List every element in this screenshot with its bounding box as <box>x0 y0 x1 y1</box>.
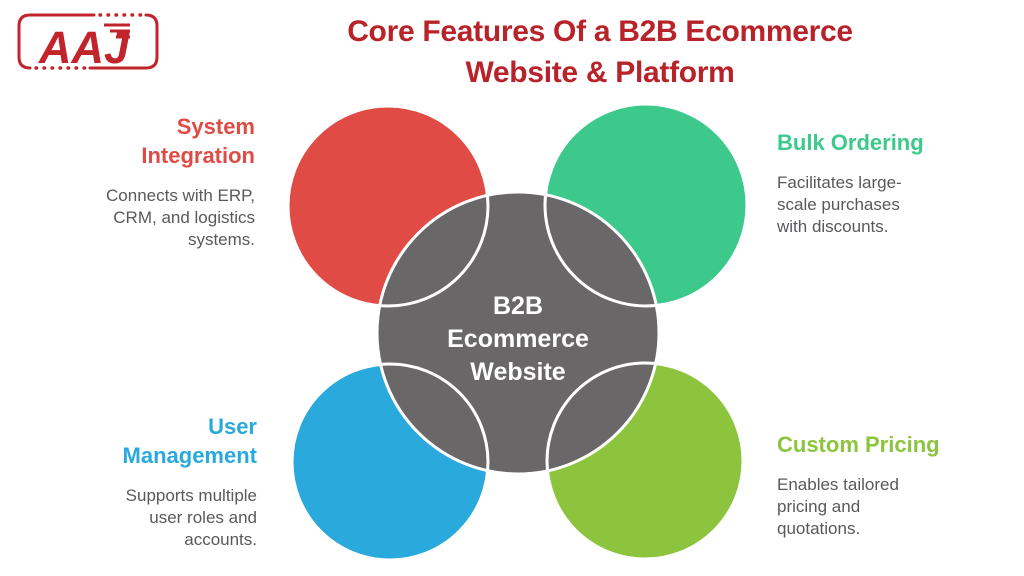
logo-border-solid-right <box>88 13 159 70</box>
logo-text: AAJ <box>38 22 130 73</box>
feature-description-line: CRM, and logistics <box>113 208 255 227</box>
feature-system-integration: System Integration Connects with ERP, CR… <box>55 112 255 251</box>
page-title: Core Features Of a B2B Ecommerce Website… <box>250 11 950 93</box>
feature-bulk-ordering: Bulk Ordering Facilitates large- scale p… <box>777 128 967 238</box>
circle-outlines <box>286 102 749 562</box>
feature-system-integration-description: Connects with ERP, CRM, and logistics sy… <box>55 185 255 251</box>
feature-system-integration-title: System Integration <box>55 112 255 170</box>
feature-description-line: systems. <box>187 230 255 249</box>
feature-title-line: Integration <box>141 143 255 168</box>
center-circle <box>375 190 661 476</box>
page-title-line-1: Core Features Of a B2B Ecommerce <box>347 15 853 48</box>
feature-description-line: Facilitates large- <box>777 173 902 192</box>
feature-user-management-description: Supports multiple user roles and account… <box>57 485 257 551</box>
logo-border <box>17 13 159 70</box>
feature-user-management-title: User Management <box>57 412 257 470</box>
system-integration-circle-outline <box>286 104 490 308</box>
feature-title-line: Custom Pricing <box>777 432 940 457</box>
user-management-circle-outline <box>290 362 490 562</box>
center-label-line-2: Ecommerce <box>447 325 589 353</box>
feature-title-line: System <box>176 114 255 139</box>
feature-description-line: quotations. <box>777 519 861 538</box>
feature-user-management: User Management Supports multiple user r… <box>57 412 257 551</box>
feature-title-line: Management <box>122 443 257 468</box>
custom-pricing-circle-outline <box>545 361 745 561</box>
aaj-logo: AAJ <box>8 6 168 78</box>
feature-description-line: Enables tailored <box>777 475 899 494</box>
feature-description-line: Supports multiple <box>125 486 257 505</box>
page-title-line-2: Website & Platform <box>465 56 735 89</box>
feature-description-line: Connects with ERP, <box>106 186 255 205</box>
aaj-logo-graphic: AAJ <box>17 13 159 73</box>
center-circle-label: B2B Ecommerce Website <box>388 290 648 389</box>
feature-title-line: Bulk Ordering <box>777 130 924 155</box>
logo-speed-lines-icon <box>104 23 130 39</box>
feature-title-line: User <box>208 414 257 439</box>
logo-border-solid-left <box>17 13 96 70</box>
feature-custom-pricing: Custom Pricing Enables tailored pricing … <box>777 430 967 540</box>
center-label-line-3: Website <box>470 358 566 386</box>
feature-description-line: user roles and <box>149 508 257 527</box>
feature-bulk-ordering-description: Facilitates large- scale purchases with … <box>777 172 967 238</box>
feature-custom-pricing-title: Custom Pricing <box>777 430 967 459</box>
feature-description-line: accounts. <box>184 530 257 549</box>
feature-bulk-ordering-title: Bulk Ordering <box>777 128 967 157</box>
feature-description-line: scale purchases <box>777 195 900 214</box>
feature-description-line: with discounts. <box>777 217 889 236</box>
center-label-line-1: B2B <box>492 292 543 320</box>
feature-description-line: pricing and <box>777 497 861 516</box>
feature-custom-pricing-description: Enables tailored pricing and quotations. <box>777 474 967 540</box>
bulk-ordering-circle-outline <box>543 102 749 308</box>
